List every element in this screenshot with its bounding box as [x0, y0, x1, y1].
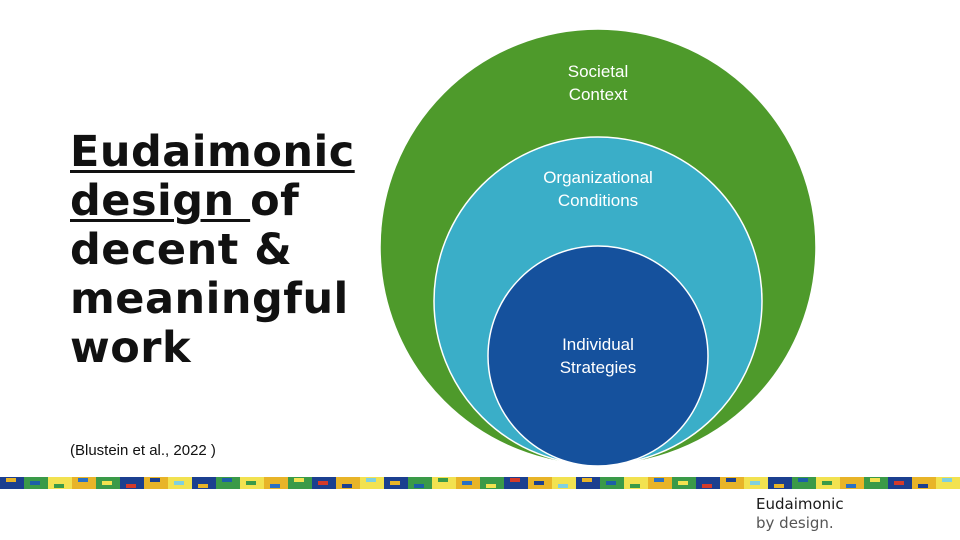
- band-stroke: [822, 481, 832, 485]
- band-stroke: [918, 484, 928, 488]
- band-stroke: [798, 478, 808, 482]
- band-stroke: [534, 481, 544, 485]
- title-underlined-word-2: design: [70, 176, 251, 226]
- band-stroke: [294, 478, 304, 482]
- inner-circle-label: Individual Strategies: [488, 333, 708, 379]
- title-line4: meaningful: [70, 274, 349, 324]
- band-stroke: [462, 481, 472, 485]
- band-stroke: [30, 481, 40, 485]
- band-stroke: [606, 481, 616, 485]
- outer-circle-label: Societal Context: [488, 60, 708, 106]
- title-line3: decent &: [70, 225, 293, 275]
- band-stroke: [630, 484, 640, 488]
- band-stroke: [870, 478, 880, 482]
- slide-title: Eudaimonic design of decent & meaningful…: [70, 128, 370, 373]
- band-stroke: [438, 478, 448, 482]
- inner-circle-individual-strategies: [487, 245, 709, 467]
- brand-line1: Eudaimonic: [756, 495, 844, 513]
- band-stroke: [678, 481, 688, 485]
- band-stroke: [774, 484, 784, 488]
- middle-label-line1: Organizational: [543, 168, 653, 187]
- outer-label-line2: Context: [568, 85, 628, 104]
- inner-label-line2: Strategies: [559, 358, 637, 377]
- band-stroke: [102, 481, 112, 485]
- band-stroke: [54, 484, 64, 488]
- title-line2-rest: of: [250, 176, 300, 226]
- title-underlined-word-1: Eudaimonic: [70, 127, 355, 177]
- band-stroke: [366, 478, 376, 482]
- inner-label-line1: Individual: [562, 335, 634, 354]
- band-stroke: [942, 478, 952, 482]
- band-stroke: [726, 478, 736, 482]
- band-stroke: [126, 484, 136, 488]
- band-stroke: [222, 478, 232, 482]
- band-stroke: [894, 481, 904, 485]
- band-stroke: [750, 481, 760, 485]
- band-stroke: [510, 478, 520, 482]
- citation: (Blustein et al., 2022 ): [70, 442, 216, 459]
- band-stroke: [702, 484, 712, 488]
- brand-line2: by design.: [756, 514, 834, 532]
- title-line5: work: [70, 323, 192, 373]
- band-stroke: [414, 484, 424, 488]
- band-stroke: [270, 484, 280, 488]
- band-stroke: [150, 478, 160, 482]
- decorative-painted-band: [0, 477, 960, 489]
- middle-label-line2: Conditions: [557, 191, 639, 210]
- band-stroke: [486, 484, 496, 488]
- band-stroke: [246, 481, 256, 485]
- band-stroke: [174, 481, 184, 485]
- outer-label-line1: Societal: [567, 62, 629, 81]
- band-stroke: [6, 478, 16, 482]
- band-stroke: [846, 484, 856, 488]
- band-stroke: [198, 484, 208, 488]
- band-stroke: [342, 484, 352, 488]
- band-stroke: [318, 481, 328, 485]
- middle-circle-label: Organizational Conditions: [488, 166, 708, 212]
- brand-logo: Eudaimonic by design.: [756, 495, 844, 533]
- band-stroke: [582, 478, 592, 482]
- band-stroke: [654, 478, 664, 482]
- band-stroke: [78, 478, 88, 482]
- band-stroke: [390, 481, 400, 485]
- band-stroke: [558, 484, 568, 488]
